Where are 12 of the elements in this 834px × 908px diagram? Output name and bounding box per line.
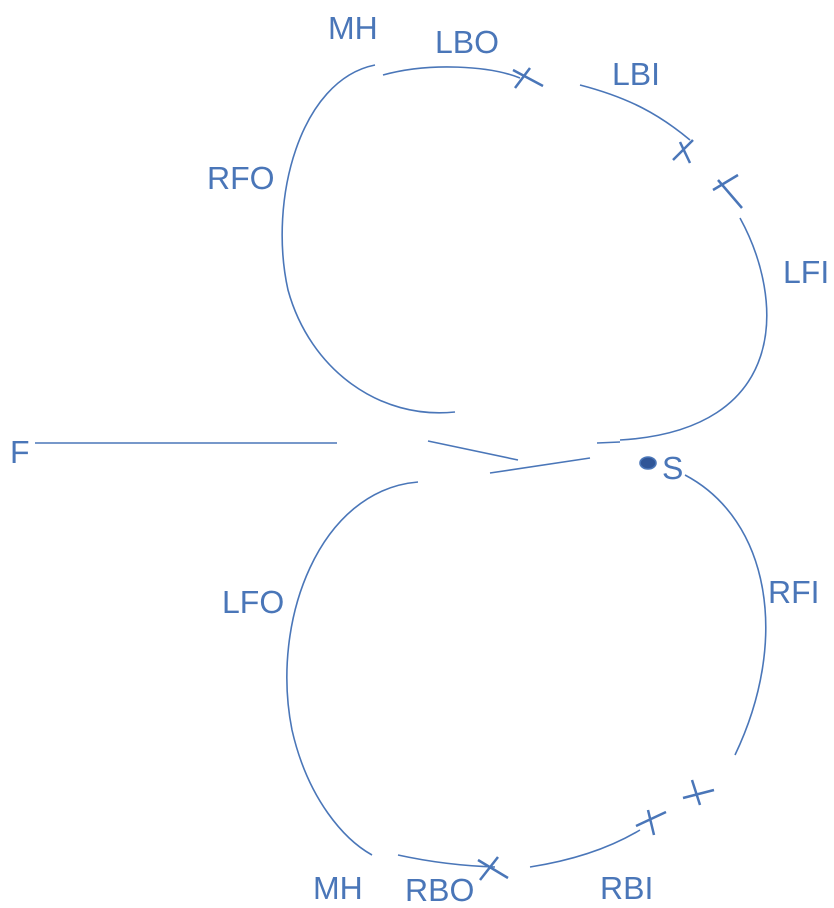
pattern-label: RBO xyxy=(405,874,474,906)
pattern-label: LBO xyxy=(435,26,500,58)
pattern-label: MH xyxy=(328,12,378,44)
pattern-label: RFI xyxy=(768,576,820,608)
pattern-label: LBI xyxy=(612,58,660,90)
pattern-label: F xyxy=(10,436,30,468)
pattern-label: S xyxy=(662,452,684,484)
pattern-label: RFO xyxy=(207,162,275,194)
pattern-label: MH xyxy=(313,872,363,904)
pattern-label: RBI xyxy=(600,872,654,904)
pattern-label: LFI xyxy=(783,256,830,288)
pattern-label: LFO xyxy=(222,586,284,618)
